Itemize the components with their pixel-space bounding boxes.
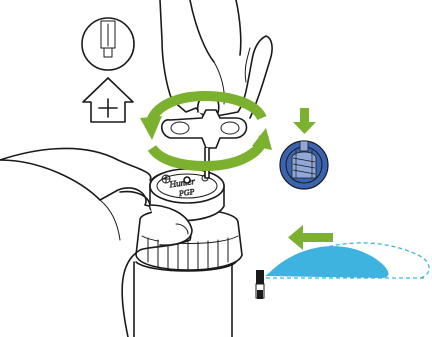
flat-screwdriver-icon [81, 17, 135, 71]
arc-indicator-icon [161, 174, 171, 184]
left-hand [0, 147, 193, 337]
retract-arrow-icon [288, 225, 333, 250]
svg-text:PGP: PGP [177, 187, 195, 198]
push-down-arrow-icon [293, 108, 316, 134]
rotation-arrow-icon [140, 90, 272, 172]
adjustment-screw-icon [279, 140, 329, 190]
spray-distance-diagram [255, 242, 430, 299]
increase-arrow-icon [82, 77, 134, 123]
